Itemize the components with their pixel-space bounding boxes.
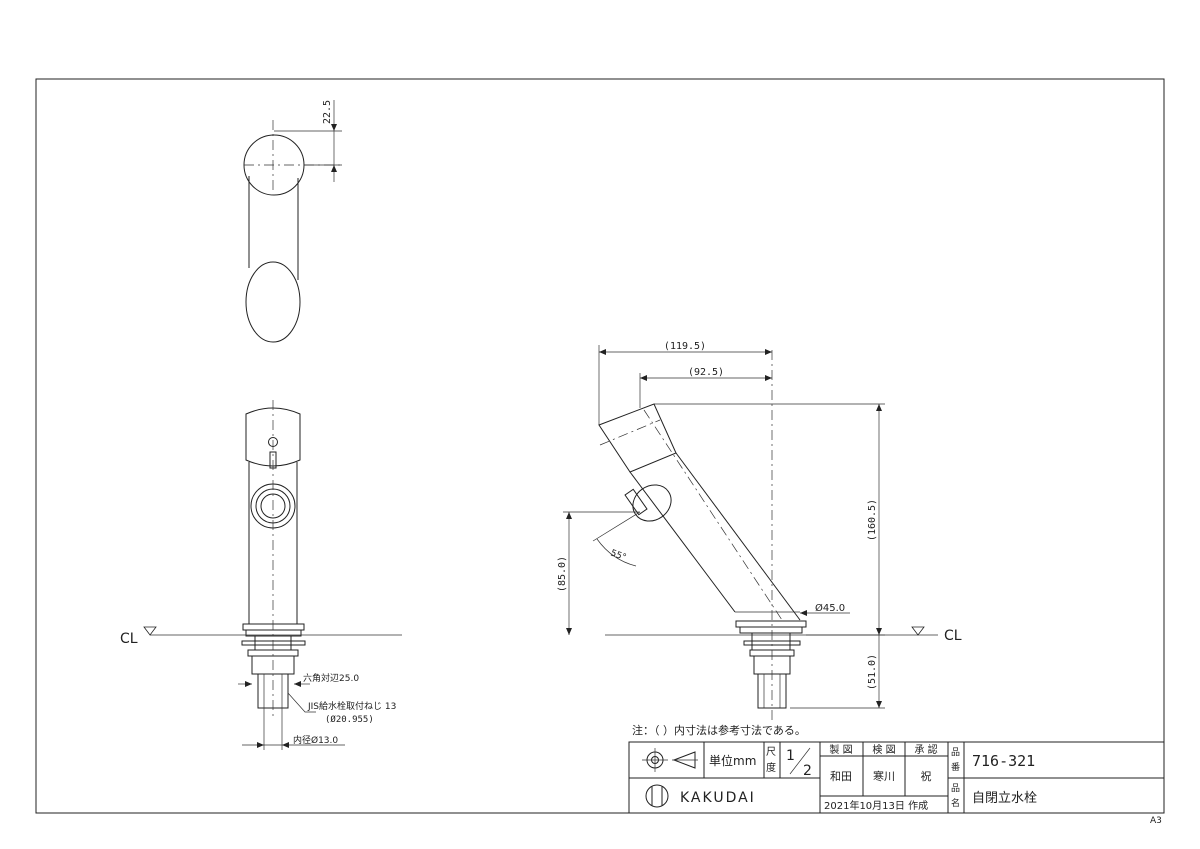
dim-base-dia: Ø45.0 (815, 602, 845, 614)
created-date: 2021年10月13日 作成 (824, 799, 928, 812)
scale-label-1: 尺 (766, 746, 776, 758)
front-view: CL 六角対辺25.0 JIS給水栓取付ねじ 13 (Ø20.955) 内径Ø1… (120, 400, 402, 750)
dim-height-total: (160.5) (867, 499, 878, 541)
dim-width-inner: (92.5) (688, 367, 724, 378)
dim-height-below: (51.0) (867, 654, 878, 690)
name-label-2: 名 (951, 797, 960, 809)
sheet-size: A3 (1150, 816, 1162, 826)
scale-numerator: 1 (786, 748, 795, 764)
part-number: 716-321 (972, 752, 1035, 770)
scale-denominator: 2 (803, 763, 812, 779)
kakudai-logo: KAKUDAI (645, 784, 756, 808)
col-make: 製 図 (829, 743, 852, 756)
faucet-head (245, 407, 301, 467)
name-make: 和田 (830, 770, 852, 783)
side-view: CL (119.5) (92.5) (160.5) (51.0) (85.0) … (557, 341, 962, 720)
brand-name: KAKUDAI (680, 790, 756, 806)
dim-width-outer: (119.5) (664, 341, 706, 352)
title-block: 単位mm 尺 度 1 2 製 図 検 図 承 認 和田 寒川 祝 2021年10… (628, 741, 1165, 814)
partno-label-1: 品 (951, 747, 960, 758)
name-approve: 祝 (921, 769, 932, 783)
partno-label-2: 番 (951, 761, 960, 773)
col-check: 検 図 (872, 743, 895, 756)
dim-thread: JIS給水栓取付ねじ 13 (307, 700, 396, 712)
drawing-frame (35, 78, 1165, 814)
col-approve: 承 認 (914, 743, 937, 756)
cl-label-right: CL (944, 628, 962, 644)
side-lever (632, 484, 672, 522)
side-base-plate (735, 620, 807, 628)
dim-height-lever: (85.0) (557, 556, 568, 592)
dim-inner-dia: 内径Ø13.0 (293, 734, 338, 746)
dim-thread-dia: (Ø20.955) (325, 714, 374, 725)
dim-top-offset: 22.5 (322, 100, 333, 124)
dim-hex: 六角対辺25.0 (303, 672, 359, 684)
side-head (598, 403, 677, 473)
cl-label-left: CL (120, 631, 138, 647)
name-check: 寒川 (873, 769, 895, 783)
projection-symbol-icon (642, 748, 698, 772)
top-view: 22.5 (243, 100, 342, 343)
spout-end (245, 261, 301, 343)
product-name: 自閉立水栓 (972, 791, 1037, 806)
scale-label-2: 度 (766, 761, 776, 774)
name-label-1: 品 (951, 783, 960, 794)
dim-angle: 55° (609, 548, 627, 563)
base-plate (242, 623, 305, 631)
reference-note: 注：（ ）内寸法は参考寸法である。 (632, 723, 806, 737)
unit-label: 単位mm (709, 753, 756, 768)
